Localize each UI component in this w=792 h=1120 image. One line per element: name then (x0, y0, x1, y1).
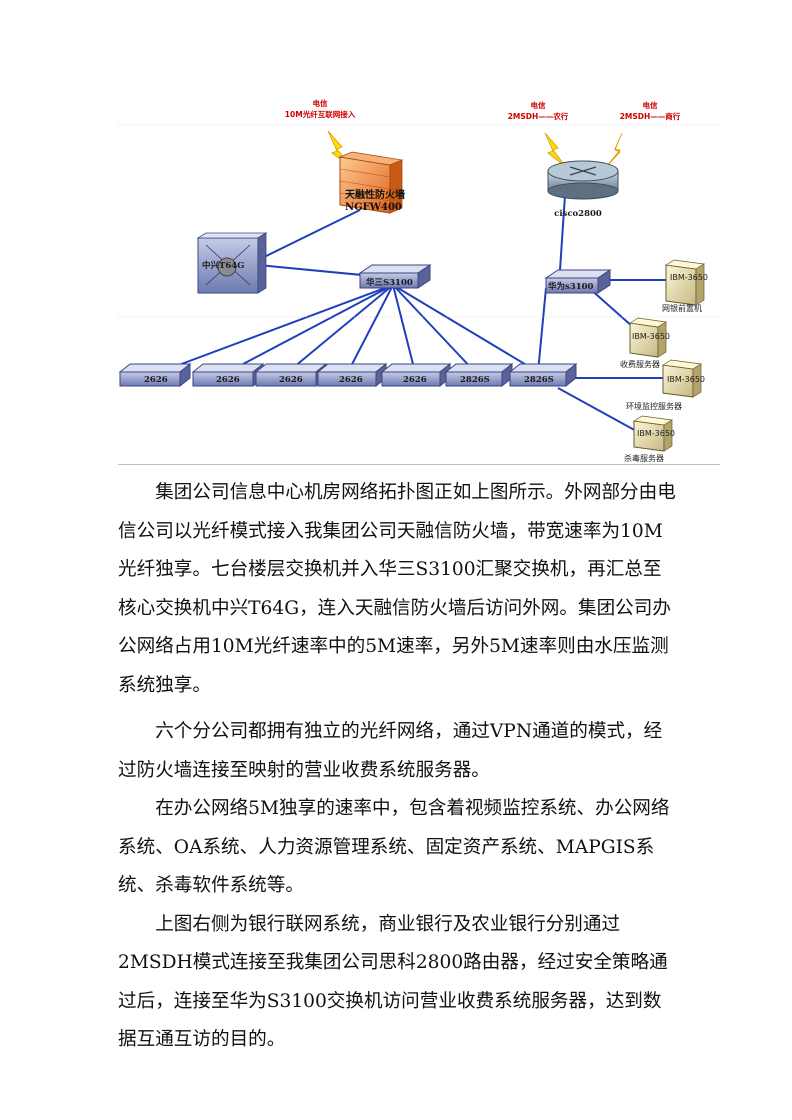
figure-bottom-rule (118, 464, 720, 465)
label-telecom: 电信 (313, 98, 328, 108)
network-topology-diagram: 电信 10M光纤互联网接入 电信 2MSDH——农行 电信 2MSDH——商行 … (118, 95, 720, 467)
core-switch-icon (196, 232, 268, 294)
label-telecom: 电信 (643, 100, 658, 110)
server-id-label: IBM-3650 (667, 375, 705, 384)
label-telecom: 电信 (531, 100, 546, 110)
server-label: 环境监控服务器 (626, 401, 682, 411)
server-icon (629, 317, 667, 358)
paragraph-topology-overview: 集团公司信息中心机房网络拓扑图正如上图所示。外网部分由电信公司以光纤模式接入我集… (118, 482, 676, 696)
floor-switch-label: 2826S (524, 375, 554, 385)
floor-switch-icon (316, 362, 388, 388)
server-id-label: IBM-3650 (632, 332, 670, 341)
paragraph-bank-network: 上图右侧为银行联网系统，商业银行及农业银行分别通过2MSDH模式连接至我集团公司… (118, 913, 668, 1051)
label-telecom-internet: 10M光纤互联网接入 (285, 109, 356, 119)
paragraph-branch-offices: 六个分公司都拥有独立的光纤网络，通过VPN通道的模式，经过防火墙连接至映射的营业… (118, 721, 663, 781)
aggregation-switch-label: 华三S3100 (366, 277, 413, 288)
floor-switch-label: 2626 (339, 375, 363, 385)
server-id-label: IBM-3650 (637, 429, 675, 438)
floor-switch-label: 2626 (144, 375, 168, 385)
server-label: 网银前置机 (662, 303, 702, 313)
huawei-switch-icon (544, 269, 612, 294)
firewall-model-label: NGFW400 (345, 202, 402, 213)
floor-switch-label: 2626 (279, 375, 303, 385)
firewall-label: 天融性防火墙 (345, 188, 405, 201)
server-icon (664, 259, 706, 306)
server-label: 收费服务器 (620, 359, 660, 369)
server-icon (632, 415, 674, 452)
aggregation-switch-icon (358, 264, 432, 289)
server-label: 杀毒服务器 (624, 453, 664, 463)
floor-switch-icon (508, 362, 578, 388)
connection-lines (159, 194, 670, 433)
floor-switch-label: 2626 (216, 375, 240, 385)
core-switch-label: 中兴T64G (202, 260, 244, 271)
firewall-icon (338, 151, 404, 214)
server-icon (661, 359, 703, 398)
huawei-switch-label: 华为s3100 (548, 281, 594, 292)
router-label: cisco2800 (554, 209, 602, 219)
floor-switch-icon (380, 362, 452, 388)
floor-switch-label: 2826S (460, 375, 490, 385)
paragraph-block-2: 六个分公司都拥有独立的光纤网络，通过VPN通道的模式，经过防火墙连接至映射的营业… (118, 713, 678, 1060)
label-telecom-comm: 2MSDH——商行 (620, 111, 681, 121)
paragraph-block-1: 集团公司信息中心机房网络拓扑图正如上图所示。外网部分由电信公司以光纤模式接入我集… (118, 474, 678, 705)
paragraph-office-network: 在办公网络5M独享的速率中，包含着视频监控系统、办公网络系统、OA系统、人力资源… (118, 798, 670, 896)
floor-switch-label: 2626 (403, 375, 427, 385)
router-icon (547, 160, 619, 200)
label-telecom-agri: 2MSDH——农行 (508, 111, 569, 121)
floor-switch-icon (118, 362, 192, 388)
floor-switch-icon (444, 362, 514, 388)
server-id-label: IBM-3650 (670, 273, 708, 282)
